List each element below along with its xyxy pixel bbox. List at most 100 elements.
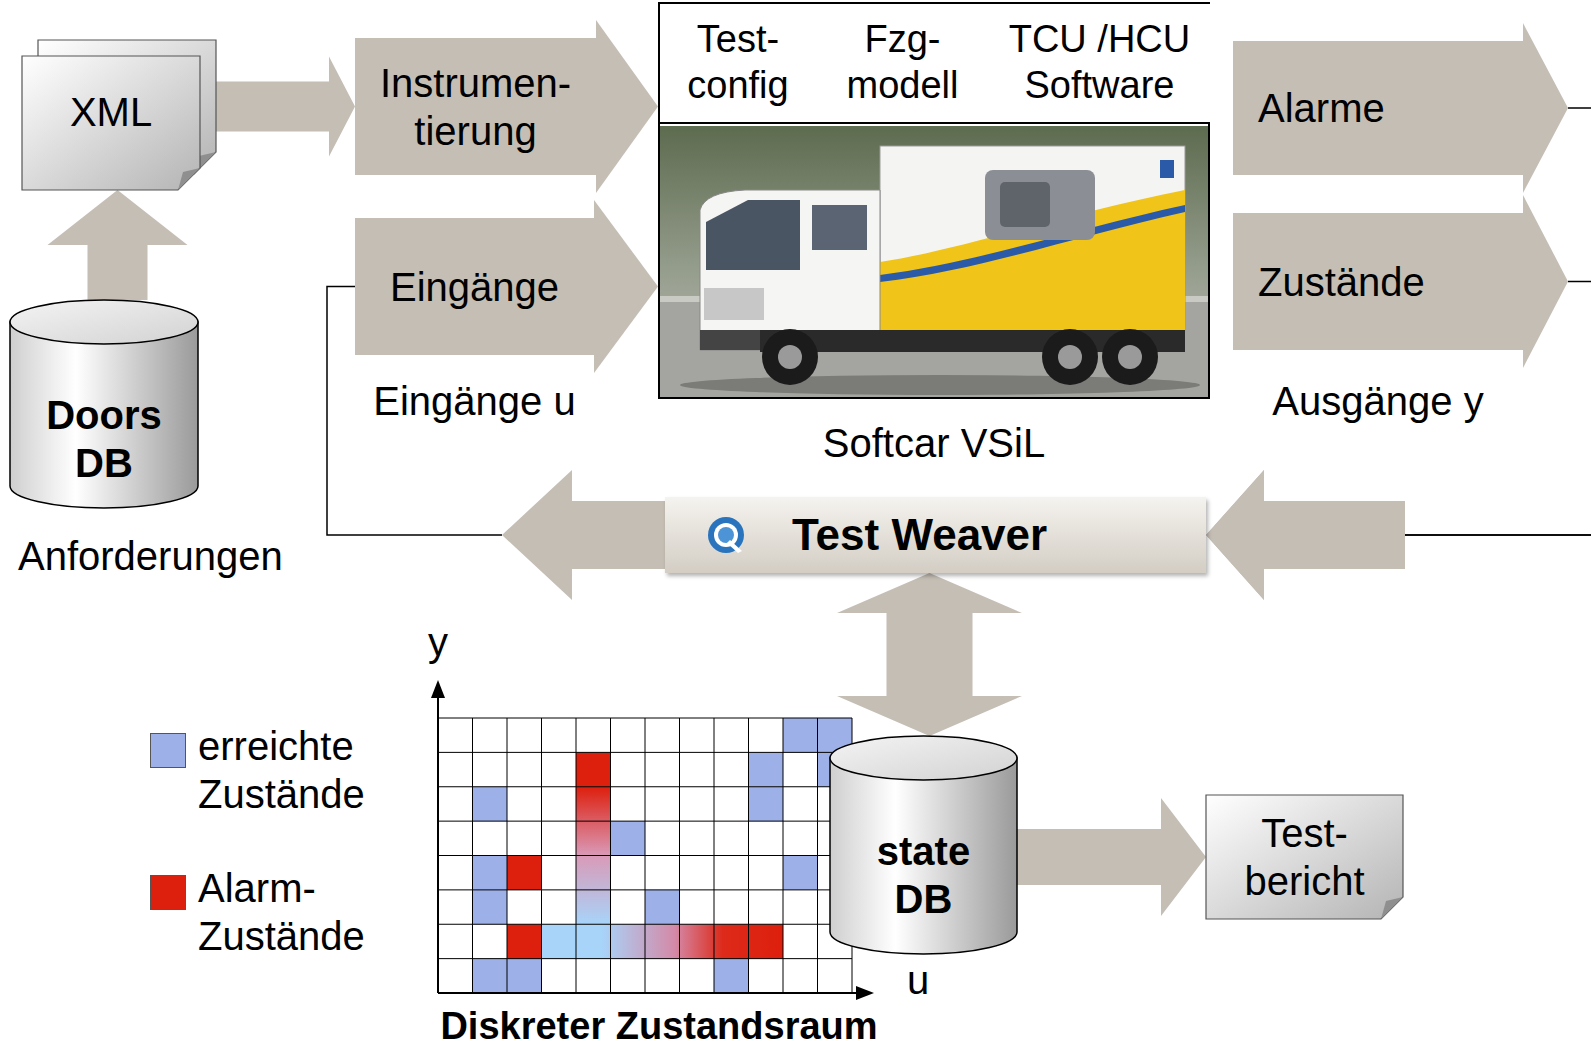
node-text: Eingänge — [390, 263, 559, 311]
logo-tail — [727, 540, 742, 553]
alarm-cell — [576, 752, 611, 786]
block-arrow — [502, 470, 665, 600]
cylinder-top — [10, 300, 198, 344]
gearbox-picture — [985, 170, 1095, 240]
reached-cell — [611, 821, 646, 855]
caption-text: Eingänge u — [335, 377, 614, 425]
reached-cell — [783, 718, 818, 752]
node-text: Test Weaver — [792, 509, 1047, 562]
text-holder: Test- config — [660, 4, 816, 122]
legend-item: Alarm- Zustände — [150, 864, 430, 964]
text-holder: Fzg- modell — [816, 4, 989, 122]
node-text: XML — [70, 88, 152, 136]
flow-arrow — [48, 190, 188, 300]
database-cylinder: state DB — [830, 736, 1017, 954]
legend-swatch — [150, 875, 186, 910]
text-holder: state DB — [830, 736, 1017, 954]
block-arrow — [1017, 798, 1206, 916]
grille — [704, 288, 764, 320]
block-arrow — [596, 20, 658, 193]
axis-arrowhead — [856, 986, 874, 1000]
node-text: state DB — [860, 827, 987, 923]
cylinder-body — [830, 758, 1017, 954]
axis-label: u — [900, 956, 936, 1004]
text-holder: Zustände — [1233, 213, 1523, 350]
grid-lines — [438, 718, 852, 993]
truck-photo — [660, 126, 1208, 397]
flow-arrow — [1206, 23, 1591, 600]
flow-arrow — [837, 573, 1022, 736]
windshield — [706, 200, 800, 270]
test-weaver-logo — [708, 517, 744, 553]
reached-cell — [507, 959, 542, 993]
node-text: Instrumen- tierung — [361, 59, 590, 155]
y-axis — [437, 696, 439, 993]
alarm-cell — [507, 924, 542, 958]
component-cell: Test- config — [660, 4, 818, 124]
component-cell: TCU /HCU Software — [989, 4, 1210, 124]
block-arrow — [1523, 23, 1568, 193]
wheel-hub — [778, 345, 802, 369]
reached-cell — [645, 890, 680, 924]
alarm-cell — [507, 856, 542, 890]
block-arrow — [1206, 470, 1405, 600]
input-arrow: EingängeEingänge u — [355, 218, 594, 355]
block-arrow — [594, 200, 658, 373]
legend-text: Alarm- Zustände — [198, 864, 428, 960]
process-arrow: Instrumen- tierung — [355, 38, 596, 175]
node-text: Doors DB — [18, 391, 190, 487]
node-text: Alarme — [1258, 84, 1385, 132]
text-holder: Softcar VSiL — [660, 419, 1208, 467]
block-arrow — [837, 573, 1022, 736]
trailer — [880, 146, 1185, 331]
flow-arrow — [1206, 195, 1591, 600]
text-holder: Eingänge u — [335, 377, 614, 425]
text-holder: Test- bericht — [1206, 795, 1403, 919]
legend-item: erreichte Zustände — [150, 722, 430, 822]
database-cylinder: Doors DBAnforderungen — [10, 300, 198, 508]
output-arrow: Alarme — [1233, 41, 1523, 175]
reached-cell — [783, 856, 818, 890]
text-holder: Instrumen- tierung — [355, 38, 596, 175]
simulator-box: Softcar VSiLTest- configFzg- modellTCU /… — [658, 2, 1210, 399]
figure-caption: Diskreter Zustandsraum — [309, 1006, 1009, 1046]
page — [1206, 795, 1403, 919]
xml-file: XML — [22, 56, 200, 190]
node-text: Zustände — [1258, 258, 1425, 306]
photo-background — [660, 126, 1208, 397]
reached-cell — [473, 890, 508, 924]
gearbox-detail — [1000, 182, 1050, 227]
tool-band: Test Weaver — [665, 497, 1206, 573]
text-holder: Doors DB — [10, 300, 198, 508]
text-holder: Alarme — [1233, 41, 1523, 175]
block-arrow — [200, 57, 355, 157]
block-arrow — [1206, 470, 1405, 600]
flow-arrow — [596, 20, 658, 193]
reached-cell — [473, 959, 508, 993]
truck-cab — [700, 190, 880, 350]
reached-cell — [749, 752, 784, 786]
reached-cell — [473, 787, 508, 821]
flow-arrow — [1017, 798, 1206, 916]
page-fold — [1381, 897, 1403, 919]
u-axis — [438, 992, 858, 994]
trajectory-cells — [542, 924, 784, 958]
text-holder: Ausgänge y — [1233, 377, 1523, 425]
wheel-hub — [1118, 345, 1142, 369]
flow-arrow — [594, 200, 658, 373]
axis-label: y — [420, 618, 456, 666]
page-fold — [178, 168, 200, 190]
axis-arrowhead — [431, 680, 445, 698]
cylinder-body — [10, 322, 198, 508]
state-grid — [431, 680, 874, 1000]
reached-cell — [749, 787, 784, 821]
block-arrow — [1523, 195, 1568, 368]
node-text: Test- config — [666, 17, 810, 108]
flow-arrow — [200, 57, 355, 157]
text-holder: Test Weaver — [665, 497, 1206, 573]
side-window — [812, 205, 867, 250]
node-text: Fzg- modell — [822, 17, 983, 108]
output-arrow: ZuständeAusgänge y — [1233, 213, 1523, 350]
cylinder-top — [830, 736, 1017, 780]
node-text: Test- bericht — [1214, 809, 1395, 905]
